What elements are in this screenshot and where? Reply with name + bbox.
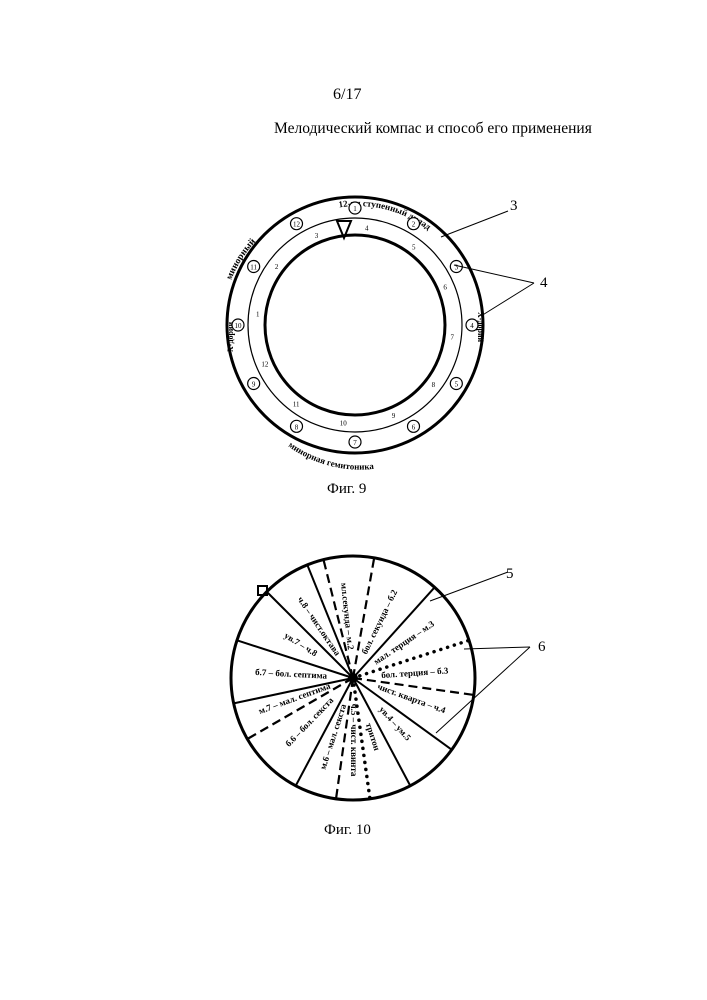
fig9-markers: 142536475869710811912101112123 [232,202,478,448]
fig9-leader-4a [454,265,534,283]
fig9-inner-number: 7 [451,334,455,342]
fig9-inner-ring [265,235,445,415]
fig9-circled-number-label: 1 [353,205,357,213]
fig9-inner-number: 12 [261,360,269,368]
fig9-circled-number-label: 2 [412,221,416,229]
fig10-disc: ч.8 – чист.октавамл.секунда – м.2бол. се… [231,556,546,800]
fig9-inner-number: 6 [443,284,447,292]
fig10-ref-5: 5 [506,566,514,582]
fig9-label-left: минорный [225,236,259,282]
fig9-circled-number-label: 5 [455,381,459,389]
fig9-compass: 12-ти ступенный дилад минорный минорная … [225,197,548,472]
fig9-circled-number-label: 11 [250,264,257,272]
fig9-inner-number: 2 [275,263,279,271]
fig9-circled-number-label: 6 [412,423,416,431]
fig9-inner-number: 5 [412,244,416,252]
fig9-circled-number-label: 7 [353,439,357,447]
fig9-circled-number-label: 10 [235,322,243,330]
fig9-ref-4: 4 [540,275,548,291]
fig9-circled-number-label: 12 [293,221,301,229]
fig9-caption: Фиг. 9 [327,481,366,498]
fig10-sector-line [353,558,374,678]
fig10-caption: Фиг. 10 [324,822,371,839]
fig10-center-hub [348,673,358,683]
fig10-sector-line [353,678,474,695]
fig10-sector-label: ув.7 – ч.8 [283,630,320,658]
fig9-circled-number-label: 8 [295,423,299,431]
fig10-sector-label: б.7 – бол. септима [255,667,328,681]
fig9-circled-number-label: 3 [455,264,459,272]
fig10-leader-5 [430,572,508,601]
fig9-label-bottom: минорная гемитоника [287,440,375,472]
fig9-inner-number: 9 [392,412,396,420]
fig9-inner-number: 4 [365,225,369,233]
fig9-circled-number-label: 9 [252,381,256,389]
fig10-ref-6: 6 [538,639,546,655]
fig9-inner-number: 3 [315,232,319,240]
fig9-leader-4b [481,283,534,316]
fig9-middle-ring [248,218,462,432]
fig9-inner-number: 1 [256,310,260,318]
fig9-inner-number: 11 [293,400,300,408]
fig9-leader-3 [441,211,508,237]
fig10-sector-label: мл.секунда – м.2 [339,582,356,650]
fig9-inner-number: 8 [432,381,436,389]
fig9-ref-3: 3 [510,198,518,214]
fig10-leader-6b [436,647,530,733]
fig10-sector-label: ч.5 – чист. квинта [349,704,359,777]
fig10-sector-label: бол. терция – б.3 [381,665,449,680]
fig10-leader-6a [464,647,530,649]
fig9-inner-number: 10 [340,419,348,427]
fig9-circled-number-label: 4 [470,322,474,330]
fig10-sector-label: ув.4 – ум.5 [377,704,413,743]
